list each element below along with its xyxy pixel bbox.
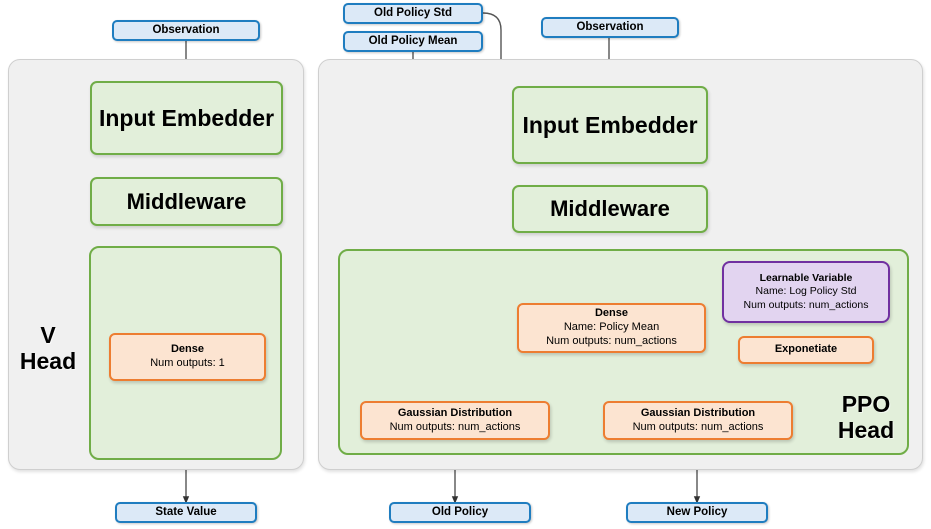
ppo-exponetiate-node[interactable]: Exponetiate bbox=[738, 336, 874, 364]
v-dense-node[interactable]: Dense Num outputs: 1 bbox=[109, 333, 266, 381]
ppo-gaussian-old-title: Gaussian Distribution bbox=[397, 406, 513, 419]
ppo-middleware-label: Middleware bbox=[550, 196, 670, 222]
v-head-title-line2: Head bbox=[19, 348, 77, 375]
v-input-embedder[interactable]: Input Embedder bbox=[90, 81, 283, 155]
input-node-old-policy-mean-label: Old Policy Mean bbox=[368, 35, 458, 48]
ppo-dense-num-outputs: Num outputs: num_actions bbox=[546, 334, 677, 347]
ppo-exponetiate-label: Exponetiate bbox=[774, 343, 838, 356]
input-node-observation-ppo-label: Observation bbox=[576, 21, 644, 34]
input-node-old-policy-std-label: Old Policy Std bbox=[374, 7, 452, 20]
ppo-learnable-variable[interactable]: Learnable Variable Name: Log Policy Std … bbox=[722, 261, 890, 323]
output-node-state-value-label: State Value bbox=[155, 506, 217, 519]
v-head-title: V Head bbox=[10, 322, 86, 375]
v-middleware[interactable]: Middleware bbox=[90, 177, 283, 226]
v-middleware-label: Middleware bbox=[126, 188, 247, 214]
output-node-old-policy-label: Old Policy bbox=[431, 506, 489, 519]
ppo-head-title-line2: Head bbox=[837, 417, 895, 444]
ppo-dense-name: Name: Policy Mean bbox=[563, 321, 660, 334]
v-input-embedder-label: Input Embedder bbox=[98, 104, 275, 131]
ppo-middleware[interactable]: Middleware bbox=[512, 185, 708, 233]
ppo-dense-title: Dense bbox=[594, 307, 629, 320]
ppo-learnable-variable-num-outputs: Num outputs: num_actions bbox=[743, 298, 869, 311]
input-node-observation-v-label: Observation bbox=[152, 24, 220, 37]
ppo-head-title: PPO Head bbox=[818, 391, 914, 444]
output-node-state-value[interactable]: State Value bbox=[115, 502, 257, 523]
ppo-gaussian-distribution-new[interactable]: Gaussian Distribution Num outputs: num_a… bbox=[603, 401, 793, 440]
ppo-learnable-variable-name: Name: Log Policy Std bbox=[755, 285, 857, 298]
ppo-input-embedder-label: Input Embedder bbox=[522, 111, 698, 138]
ppo-input-embedder[interactable]: Input Embedder bbox=[512, 86, 708, 164]
input-node-observation-ppo[interactable]: Observation bbox=[541, 17, 679, 38]
ppo-gaussian-new-num-outputs: Num outputs: num_actions bbox=[632, 420, 764, 433]
output-node-new-policy-label: New Policy bbox=[666, 506, 728, 519]
output-node-old-policy[interactable]: Old Policy bbox=[389, 502, 531, 523]
ppo-gaussian-old-num-outputs: Num outputs: num_actions bbox=[389, 420, 521, 433]
ppo-gaussian-distribution-old[interactable]: Gaussian Distribution Num outputs: num_a… bbox=[360, 401, 550, 440]
ppo-learnable-variable-title: Learnable Variable bbox=[759, 272, 853, 285]
ppo-dense-policy-mean[interactable]: Dense Name: Policy Mean Num outputs: num… bbox=[517, 303, 706, 353]
output-node-new-policy[interactable]: New Policy bbox=[626, 502, 768, 523]
v-head-title-line1: V bbox=[40, 322, 56, 348]
v-dense-num-outputs: Num outputs: 1 bbox=[150, 357, 225, 369]
input-node-old-policy-mean[interactable]: Old Policy Mean bbox=[343, 31, 483, 52]
ppo-head-title-line1: PPO bbox=[841, 391, 891, 417]
ppo-gaussian-new-title: Gaussian Distribution bbox=[640, 406, 756, 419]
input-node-observation-v[interactable]: Observation bbox=[112, 20, 260, 41]
input-node-old-policy-std[interactable]: Old Policy Std bbox=[343, 3, 483, 24]
v-dense-title: Dense bbox=[170, 343, 205, 356]
